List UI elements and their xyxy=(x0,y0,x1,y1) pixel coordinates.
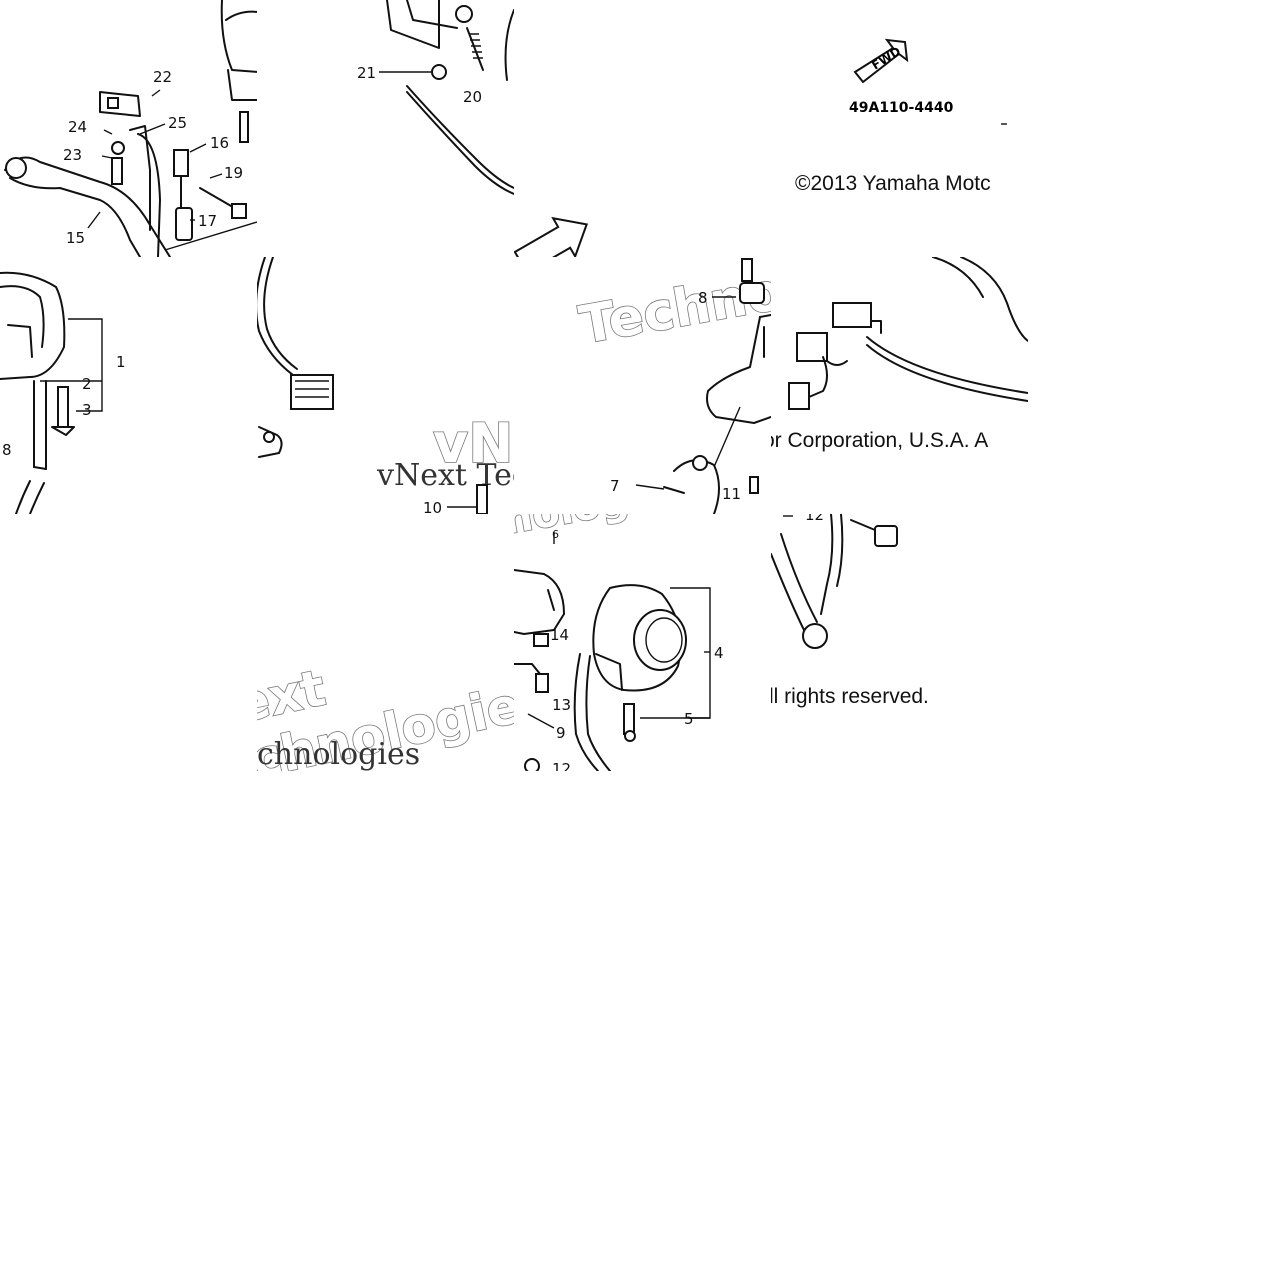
callout-24: 24 xyxy=(68,118,87,136)
callout-2: 2 xyxy=(82,375,92,393)
tile-clamp: Techno 8 7 11 xyxy=(514,257,771,514)
tile-direction: FWD xyxy=(514,0,771,257)
watermark-vne: vNe xyxy=(433,412,514,475)
callout-14: 14 xyxy=(550,626,569,644)
callout-6: 6 xyxy=(552,528,559,541)
svg-text:FWD: FWD xyxy=(869,44,903,73)
watermark-vnext: vNext Tec xyxy=(376,458,514,493)
callout-12b: 12 xyxy=(805,514,824,524)
callout-19: 19 xyxy=(224,164,243,182)
lever-outline xyxy=(4,156,171,257)
callout-5: 5 xyxy=(684,710,694,728)
callout-10: 10 xyxy=(423,499,442,514)
callout-7: 7 xyxy=(610,477,620,495)
callout-13: 13 xyxy=(552,696,571,714)
callout-20: 20 xyxy=(463,88,482,106)
callout-15: 15 xyxy=(66,229,85,247)
tile-bracket: 21 20 xyxy=(257,0,514,257)
callout-9: 9 xyxy=(556,724,566,742)
fwd-arrow-icon xyxy=(514,216,589,257)
tile-switch-housing: 1 2 3 8 xyxy=(0,257,257,514)
callout-21: 21 xyxy=(357,64,376,82)
callout-12: 12 xyxy=(552,760,571,771)
housing-body xyxy=(0,271,66,380)
callout-11: 11 xyxy=(722,485,741,503)
callout-8b: 8 xyxy=(698,289,708,307)
callout-8: 8 xyxy=(2,441,12,459)
tile-copyright-top: FWD 49A110-4440 ©2013 Yamaha Motc xyxy=(771,0,1028,257)
connector-b xyxy=(796,332,828,362)
mount-bracket xyxy=(514,569,565,635)
tile-coupler: vNe vNext Tec 10 xyxy=(257,257,514,514)
tile-wire-lead: 12 ll rights reserved. xyxy=(771,514,1028,771)
copyright-line-2: or Corporation, U.S.A. A xyxy=(771,429,989,452)
switch-wire xyxy=(129,125,151,231)
diagram-code: 49A110-4440 xyxy=(849,100,954,116)
tile-lever-assembly: 22 24 23 25 16 19 17 15 xyxy=(0,0,257,257)
connector-block xyxy=(290,374,334,410)
callout-4: 4 xyxy=(714,644,724,662)
connector-a xyxy=(832,302,872,328)
tile-connectors: or Corporation, U.S.A. A xyxy=(771,257,1028,514)
copyright-line-3: ll rights reserved. xyxy=(771,685,929,708)
watermark-chnologies: chnologies xyxy=(257,737,420,771)
callout-25: 25 xyxy=(168,114,187,132)
wire-harness xyxy=(257,257,294,376)
watermark-nologies: nologies xyxy=(514,514,696,544)
connector-c xyxy=(788,382,810,410)
callout-16: 16 xyxy=(210,134,229,152)
switch-22 xyxy=(99,91,141,117)
callout-17: 17 xyxy=(198,212,217,230)
callout-1: 1 xyxy=(116,353,126,371)
copyright-line-1: ©2013 Yamaha Motc xyxy=(795,172,991,195)
clamp-7 xyxy=(673,459,720,514)
callout-3: 3 xyxy=(82,401,92,419)
callout-23: 23 xyxy=(63,146,82,164)
callout-22: 22 xyxy=(153,68,172,86)
spring-20 xyxy=(466,27,484,71)
fwd-arrow-icon: FWD xyxy=(853,38,909,84)
tile-watermark: ext echnologies chnologies xyxy=(257,514,514,771)
switch-housing-4 xyxy=(592,584,682,692)
tile-start-switch: nologies 6 14 13 9 12 4 5 xyxy=(514,514,771,771)
housing-outline xyxy=(220,0,257,73)
